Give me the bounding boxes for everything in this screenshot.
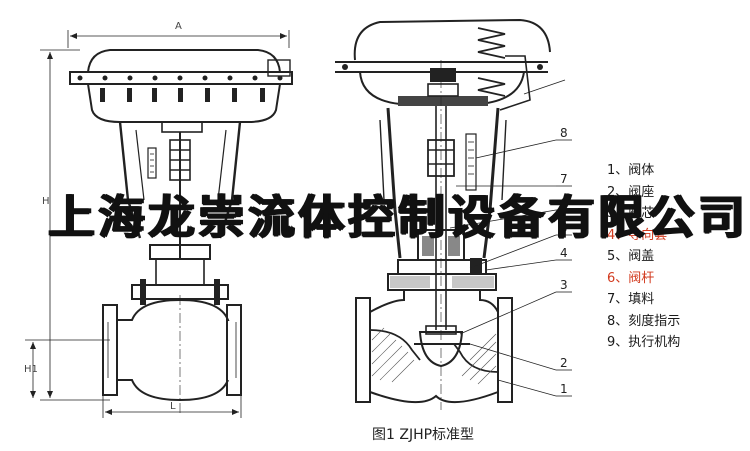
callout-number: 5 bbox=[560, 221, 568, 235]
legend-item: 5、阀盖 bbox=[607, 249, 655, 264]
legend-item: 8、刻度指示 bbox=[607, 313, 681, 329]
parts-legend: 1、阀体 2、阀座 3、阀芯 4、导向套 5、阀盖 6、阀杆 7、填料 8、刻度… bbox=[607, 160, 747, 354]
legend-item: 6、阀杆 bbox=[607, 270, 655, 286]
callout-number: 3 bbox=[560, 278, 568, 292]
dimension-label-a: A bbox=[175, 21, 182, 32]
sectional-view bbox=[335, 18, 572, 410]
legend-item: 3、阀芯 bbox=[607, 206, 655, 221]
dimension-label-h1: H1 bbox=[24, 364, 38, 375]
dimension-label-h: H bbox=[42, 196, 50, 207]
figure-caption: 图1 ZJHP标准型 bbox=[372, 427, 475, 443]
company-watermark: 上海龙崇流体控制设备有限公司 bbox=[48, 190, 748, 244]
legend-item: 1、阀体 bbox=[607, 163, 655, 178]
callout-number: 2 bbox=[560, 356, 568, 370]
dimension-label-l: L bbox=[170, 401, 176, 412]
callout-number: 8 bbox=[560, 126, 568, 140]
legend-item: 7、填料 bbox=[607, 292, 655, 307]
callout-number: 1 bbox=[560, 382, 568, 396]
legend-item: 4、导向套 bbox=[607, 227, 668, 243]
callout-number: 4 bbox=[560, 246, 568, 260]
legend-item: 9、执行机构 bbox=[607, 335, 681, 350]
callout-number: 7 bbox=[560, 172, 568, 186]
legend-item: 2、阀座 bbox=[607, 184, 655, 200]
external-view bbox=[25, 30, 293, 418]
callout-number: 6 bbox=[560, 196, 568, 210]
